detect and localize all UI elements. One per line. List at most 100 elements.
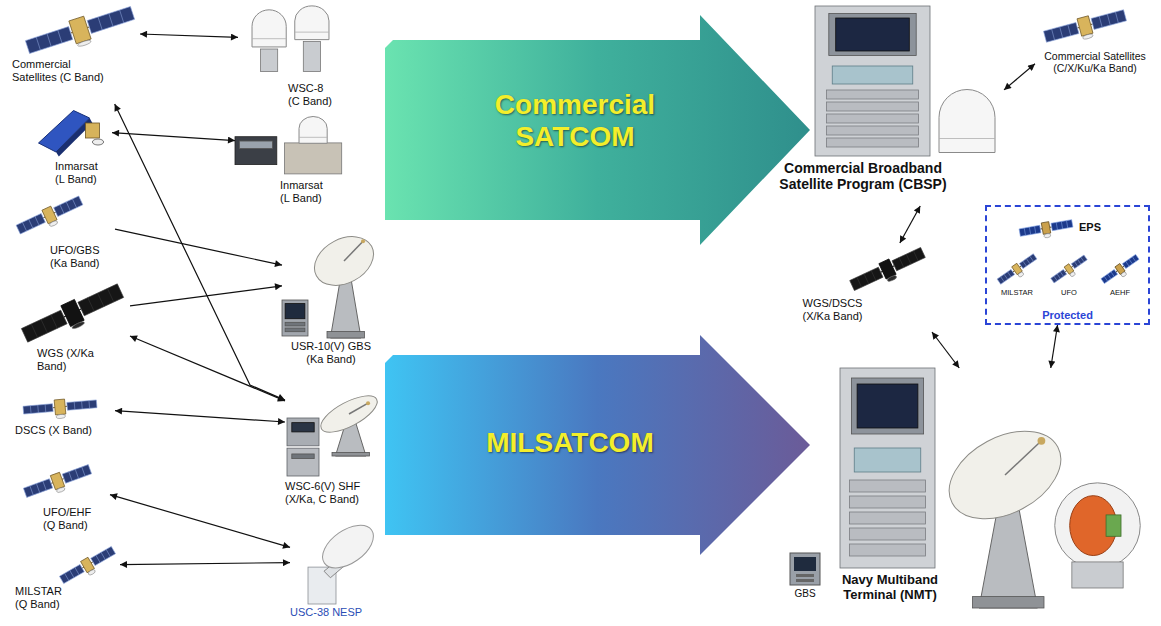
node-label: Inmarsat (L Band): [55, 160, 105, 185]
panel-grid: [1023, 261, 1027, 266]
panel-grid: [1111, 272, 1114, 277]
equipment-box: [287, 418, 319, 446]
node-label: MILSTAR (Q Band): [15, 585, 70, 610]
drive-slot: [285, 328, 305, 332]
dish-reflector: [934, 413, 1075, 536]
panel-grid: [857, 277, 862, 287]
node-label: USR-10(V) GBS (Ka Band): [285, 340, 377, 365]
panel-grid: [1104, 276, 1107, 281]
link-arrow: [112, 133, 235, 141]
panel-grid: [1068, 25, 1071, 36]
equipment-illustration: [1035, 4, 1155, 88]
dish-icon: [316, 389, 383, 456]
link-arrow: [932, 332, 959, 368]
panel-grid: [1054, 276, 1057, 281]
radome-seam: [252, 38, 286, 39]
monitor-case: [282, 300, 308, 336]
rack-drawer: [850, 496, 926, 508]
terminal-node: USR-10(V) GBS (Ka Band): [282, 228, 380, 388]
panel-grid: [899, 257, 904, 267]
satellite-antenna: [1044, 233, 1051, 238]
satellite-antenna: [1017, 271, 1024, 277]
monitor-screen: [285, 304, 305, 319]
equipment-label: GBS: [783, 588, 827, 600]
panel-grid: [1001, 277, 1005, 282]
panel-grid: [47, 34, 51, 47]
rack-drawer: [850, 512, 926, 524]
panel-grid: [1061, 221, 1062, 228]
node-label: Commercial Satellites (C/X/Ku/Ka Band): [1035, 50, 1155, 74]
sat-icon: [1100, 253, 1142, 288]
satellite-body: [1041, 222, 1050, 235]
dish-feed: [1005, 441, 1041, 475]
link-arrow: [110, 495, 290, 548]
rack-cabinet: [815, 6, 930, 156]
radome: [299, 116, 327, 143]
monitor-case: [790, 553, 820, 585]
panel-grid: [913, 251, 918, 261]
panel-grid: [81, 401, 83, 409]
arrow-body: [385, 335, 810, 555]
satellite-body: [1077, 16, 1093, 36]
satellite-node: UFO/EHF (Q Band): [15, 458, 110, 540]
panel-grid: [1126, 261, 1129, 266]
panel-grid: [74, 402, 76, 410]
panel-grid: [29, 219, 33, 228]
satellite-node: WGS (X/Ka Band): [15, 283, 130, 385]
solar-panel: [62, 465, 91, 484]
antenna-electronics: [1106, 515, 1121, 536]
terminal-node: Inmarsat (L Band): [235, 115, 345, 218]
solar-panel: [59, 564, 84, 583]
solar-panel: [54, 196, 83, 217]
nmtdome-icon: [1055, 483, 1141, 588]
control-panel: [854, 448, 921, 472]
node-label: USC-38 NESP: [290, 606, 390, 619]
panel-grid: [65, 573, 69, 580]
link-arrow: [120, 563, 290, 565]
node-label: Inmarsat (L Band): [280, 179, 332, 204]
terminal-node: WSC-8 (C Band): [238, 4, 343, 110]
monitor-bezel: [829, 14, 916, 56]
solar-panel: [1051, 269, 1067, 283]
dish-reflector: [306, 227, 382, 295]
panel-grid: [31, 324, 37, 338]
equipment-illustration: [15, 392, 115, 455]
panel-grid: [1074, 262, 1077, 267]
panel-grid: [69, 472, 72, 481]
satellite-icon: [23, 462, 94, 503]
node-label: DSCS (X Band): [15, 424, 100, 437]
terminal-node: Navy Multiband Terminal (NMT): [835, 368, 1153, 620]
panel-grid: [1099, 16, 1102, 27]
node-label: Commercial Broadband Satellite Program (…: [772, 160, 954, 192]
panel-grid: [1035, 226, 1036, 233]
panel-grid: [36, 483, 39, 492]
solar-panel: [997, 269, 1014, 284]
satellite-icon: [20, 280, 127, 349]
node-label: UFO/GBS (Ka Band): [50, 244, 112, 269]
cabinet-icon: [287, 418, 319, 476]
panel-grid: [75, 567, 79, 574]
satellite-icon: [848, 245, 928, 297]
panel-grid: [1081, 257, 1084, 262]
satellite-node: EPS: [1017, 211, 1117, 247]
satellite-node: UFO/GBS (Ka Band): [12, 188, 115, 278]
panel-grid: [1115, 12, 1118, 23]
program-node: Commercial Broadband Satellite Program (…: [752, 6, 1004, 206]
panel-grid: [1129, 259, 1132, 264]
link-arrow: [900, 206, 920, 243]
dome-icon: [939, 90, 995, 153]
radome-base: [1072, 562, 1123, 588]
satellite-icon: [23, 396, 98, 421]
node-label: Commercial Satellites (C Band): [12, 58, 107, 83]
solar-panel: [1019, 225, 1041, 236]
panel-grid: [1108, 274, 1111, 279]
panel-grid: [1056, 222, 1057, 229]
panel-grid: [864, 274, 869, 284]
satellite-antenna: [56, 414, 66, 419]
terminal-unit: [235, 137, 277, 165]
solar-panel: [67, 400, 97, 410]
monitor-icon: [282, 300, 308, 336]
node-label: MILSATCOM: [435, 427, 705, 459]
satellite-antenna: [887, 275, 898, 283]
